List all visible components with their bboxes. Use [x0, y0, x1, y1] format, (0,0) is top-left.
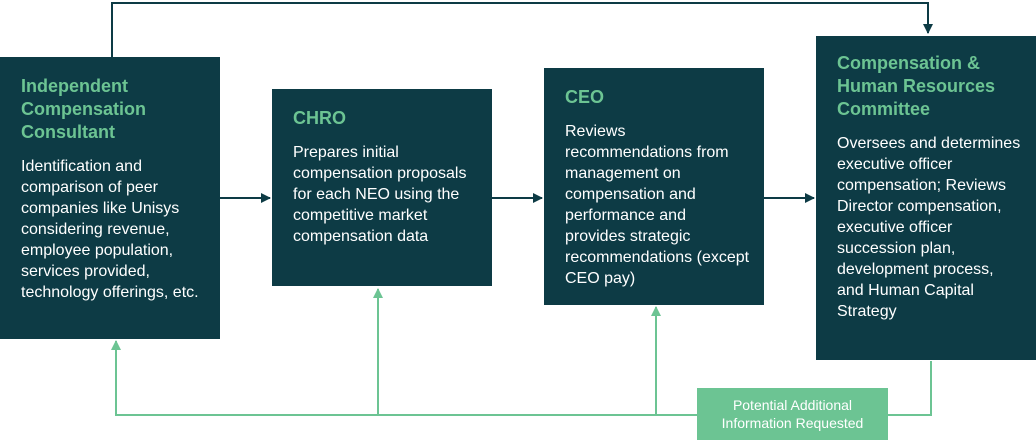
chro-description: Prepares initial compensation proposals …	[293, 144, 467, 245]
chro-box: CHRO Prepares initial compensation propo…	[272, 89, 492, 286]
chro-title: CHRO	[293, 108, 346, 128]
consultant-description: Identification and comparison of peer co…	[21, 158, 199, 301]
consultant-title: Independent Compensation Consultant	[21, 76, 147, 142]
feedback-loop-line	[111, 340, 932, 416]
consultant-box: Independent Compensation Consultant Iden…	[0, 57, 220, 339]
top-connector-arrow	[111, 2, 933, 57]
committee-title: Compensation & Human Resources Committee	[837, 53, 996, 119]
ceo-box: CEO Reviews recommendations from managem…	[544, 68, 764, 305]
committee-box: Compensation & Human Resources Committee…	[816, 36, 1036, 360]
ceo-description: Reviews recommendations from management …	[565, 123, 750, 287]
additional-information-label: Potential Additional Information Request…	[697, 388, 888, 440]
committee-description: Oversees and determines executive office…	[837, 135, 1021, 320]
ceo-title: CEO	[565, 87, 605, 107]
